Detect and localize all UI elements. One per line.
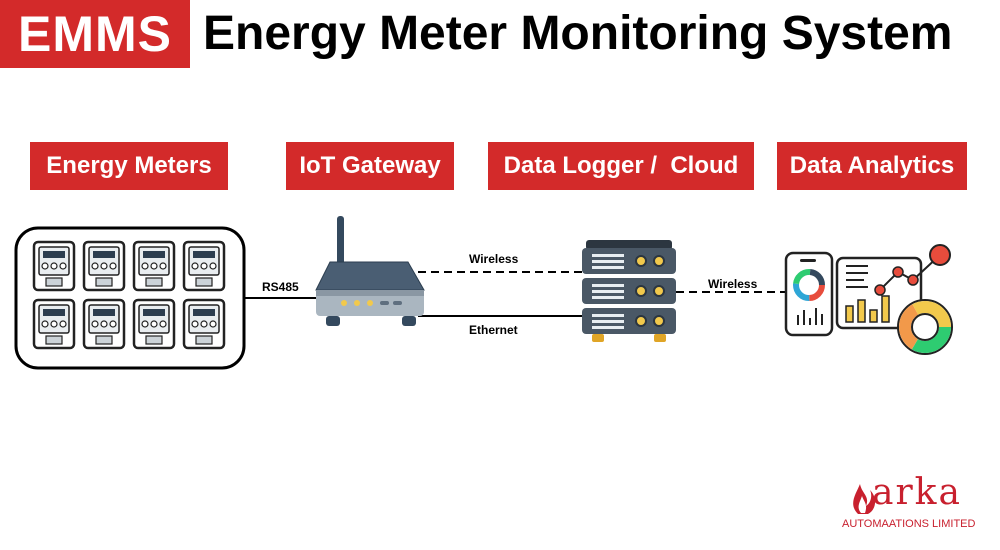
arka-flame-logo <box>853 484 876 514</box>
energy-meter-icon <box>182 240 226 292</box>
logo-wordmark: arka <box>872 472 962 513</box>
stage-label-data-analytics: Data Analytics <box>777 142 967 190</box>
energy-meter-grid <box>32 240 226 350</box>
ethernet-label: Ethernet <box>469 323 518 337</box>
energy-meter-icon <box>82 240 126 292</box>
page-title: Energy Meter Monitoring System <box>203 7 953 60</box>
wireless-cloud-label: Wireless <box>708 277 758 291</box>
gauge-donut-icon <box>897 299 953 355</box>
wireless-label: Wireless <box>469 252 519 266</box>
stage-label-data-logger-cloud: Data Logger / Cloud <box>488 142 754 190</box>
mobile-dashboard-icon <box>784 251 834 337</box>
stage-label-energy-meters: Energy Meters <box>30 142 228 190</box>
energy-meter-icon <box>32 298 76 350</box>
analytics-board-icon <box>835 244 951 330</box>
company-logo: arka AUTOMAATIONS LIMITED <box>842 472 982 536</box>
router-icon <box>315 216 425 326</box>
server-rack-icon <box>582 240 676 342</box>
energy-meter-icon <box>132 240 176 292</box>
energy-meter-icon <box>82 298 126 350</box>
energy-meter-icon <box>182 298 226 350</box>
energy-meter-icon <box>32 240 76 292</box>
stage-label-iot-gateway: IoT Gateway <box>286 142 454 190</box>
energy-meter-icon <box>132 298 176 350</box>
rs485-label: RS485 <box>262 280 299 294</box>
emms-badge: EMMS <box>0 0 190 68</box>
logo-tagline: AUTOMAATIONS LIMITED <box>842 518 976 530</box>
